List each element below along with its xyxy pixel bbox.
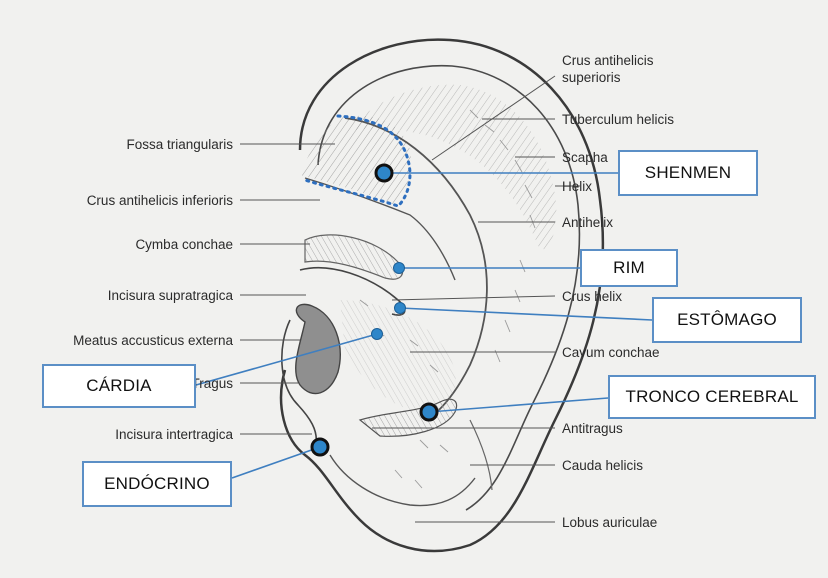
lobule	[330, 455, 475, 506]
point-estomago	[395, 303, 406, 314]
label-helix: Helix	[562, 179, 592, 194]
label-crus-antihelicis-superioris: Crus antihelicis superioris	[562, 52, 692, 86]
point-shenmen	[376, 165, 392, 181]
fossa-shading	[300, 116, 411, 205]
callout-cardia: CÁRDIA	[42, 364, 196, 408]
label-antitragus: Antitragus	[562, 421, 623, 436]
label-crus-antihelicis-inferioris: Crus antihelicis inferioris	[87, 193, 233, 208]
point-rim	[394, 263, 405, 274]
label-scapha: Scapha	[562, 150, 608, 165]
callout-endocrino: ENDÓCRINO	[82, 461, 232, 507]
point-endocrino	[312, 439, 328, 455]
label-tragus: Tragus	[191, 376, 233, 391]
label-crus-helix: Crus helix	[562, 289, 622, 304]
point-tronco	[421, 404, 437, 420]
label-cymba-conchae: Cymba conchae	[135, 237, 233, 252]
label-incisura-supratragica: Incisura supratragica	[108, 288, 233, 303]
label-meatus-accusticus-externa: Meatus accusticus externa	[73, 333, 233, 348]
point-cardia	[372, 329, 383, 340]
label-incisura-intertragica: Incisura intertragica	[115, 427, 233, 442]
callout-rim: RIM	[580, 249, 678, 287]
label-cauda-helicis: Cauda helicis	[562, 458, 643, 473]
callout-tronco-cerebral: TRONCO CEREBRAL	[608, 375, 816, 419]
label-lobus-auriculae: Lobus auriculae	[562, 515, 657, 530]
label-crus-antihelicis-superioris-text: Crus antihelicis superioris	[562, 53, 654, 85]
label-tuberculum-helicis: Tuberculum helicis	[562, 112, 674, 127]
callout-shenmen: SHENMEN	[618, 150, 758, 196]
label-antihelix: Antihelix	[562, 215, 613, 230]
tragus	[296, 304, 340, 393]
callout-estomago: ESTÔMAGO	[652, 297, 802, 343]
label-fossa-triangularis: Fossa triangularis	[126, 137, 233, 152]
cavum-conchae	[340, 300, 456, 412]
cymba-conchae	[305, 235, 402, 279]
label-cavum-conchae: Cavum conchae	[562, 345, 660, 360]
